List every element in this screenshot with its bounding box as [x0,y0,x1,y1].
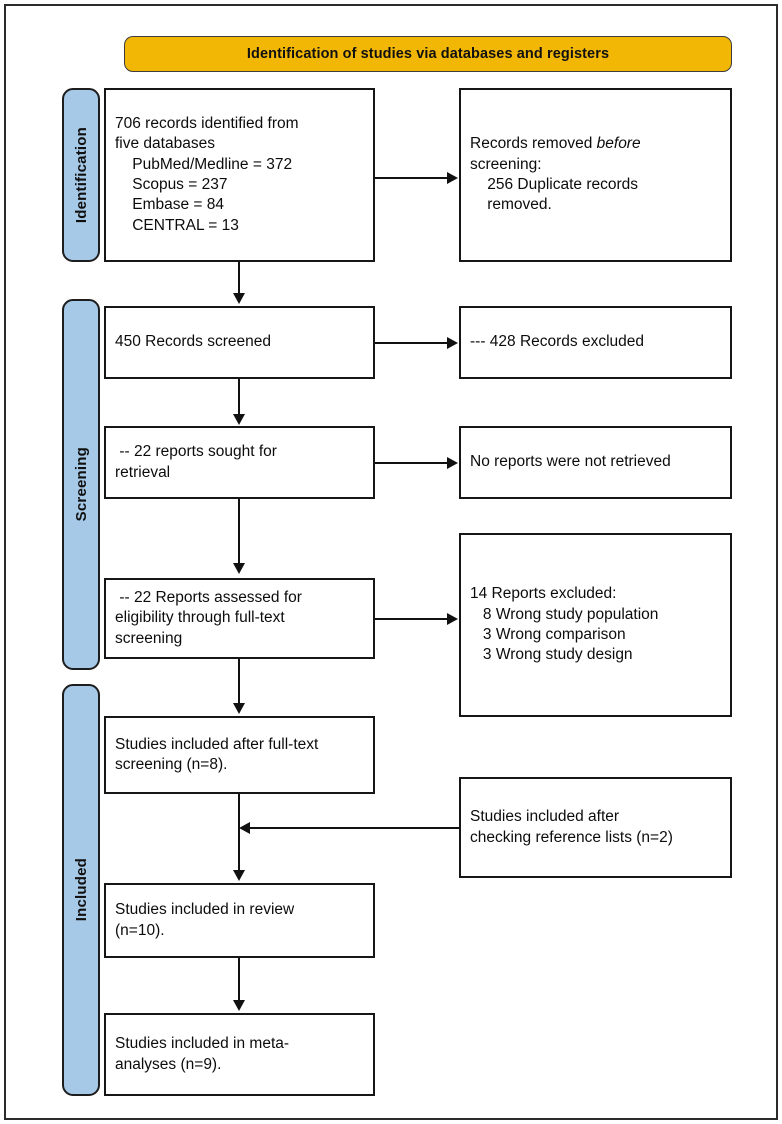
arrow-down-to-reports-sought [233,414,245,425]
connector-identified-to-removed [375,177,447,179]
arrow-right-to-reports-not-retrieved [447,457,458,469]
connector-screened-to-excluded [375,342,447,344]
box-reports-sought-text: -- 22 reports sought for retrieval [115,443,277,481]
emphasis-before: before [596,135,641,153]
box-reports-not-retrieved-text: No reports were not retrieved [470,453,671,471]
stage-label-screening-text: Screening [72,447,90,522]
connector-screened-down [238,379,240,420]
box-records-identified: 706 records identified from five databas… [104,88,375,262]
connector-assessed-down [238,659,240,709]
phase-banner-title: Identification of studies via databases … [246,46,610,62]
box-reports-assessed-text: -- 22 Reports assessed for eligibility t… [115,588,302,647]
arrow-left-into-review-column [239,822,250,834]
arrow-right-to-reports-excluded [447,613,458,625]
box-included-refcheck-text: Studies included after checking referenc… [470,808,673,846]
stage-label-included-text: Included [72,858,90,922]
box-included-meta: Studies included in meta- analyses (n=9)… [104,1013,375,1096]
box-records-excluded-text: --- 428 Records excluded [470,333,645,351]
arrow-down-to-included-review [233,870,245,881]
box-included-fulltext-text: Studies included after full-text screeni… [115,735,319,773]
connector-sought-to-not-retrieved [375,462,447,464]
box-included-fulltext: Studies included after full-text screeni… [104,716,375,794]
connector-fulltext-down [238,794,240,876]
box-records-screened: 450 Records screened [104,306,375,379]
phase-banner-identification: Identification of studies via databases … [124,36,732,72]
box-records-screened-text: 450 Records screened [115,333,271,351]
connector-refcheck-to-main [250,827,459,829]
arrow-right-to-records-excluded [447,337,458,349]
box-included-review: Studies included in review (n=10). [104,883,375,958]
box-reports-not-retrieved: No reports were not retrieved [459,426,732,499]
box-included-refcheck: Studies included after checking referenc… [459,777,732,878]
connector-assessed-to-excluded [375,618,447,620]
arrow-down-to-records-screened [233,293,245,304]
stage-label-screening: Screening [62,299,100,670]
stage-label-identification-text: Identification [72,126,90,224]
arrow-right-to-records-removed [447,172,458,184]
box-reports-assessed: -- 22 Reports assessed for eligibility t… [104,578,375,659]
connector-sought-down [238,499,240,569]
stage-label-included: Included [62,684,100,1096]
arrow-down-to-reports-assessed [233,563,245,574]
box-included-review-text: Studies included in review (n=10). [115,901,295,939]
connector-review-down [238,958,240,1006]
stage-label-identification: Identification [62,88,100,262]
box-reports-sought: -- 22 reports sought for retrieval [104,426,375,499]
box-reports-excluded-text: 14 Reports excluded: 8 Wrong study popul… [470,585,659,664]
box-reports-excluded: 14 Reports excluded: 8 Wrong study popul… [459,533,732,717]
arrow-down-to-included-fulltext [233,703,245,714]
box-records-excluded: --- 428 Records excluded [459,306,732,379]
box-records-removed: Records removed before screening:screeni… [459,88,732,262]
box-records-removed-text: Records removed before screening:screeni… [470,135,641,214]
connector-identified-down [238,262,240,298]
box-included-meta-text: Studies included in meta- analyses (n=9)… [115,1035,290,1073]
figure-border [4,4,778,1120]
box-records-identified-text: 706 records identified from five databas… [115,114,299,234]
arrow-down-to-included-meta [233,1000,245,1011]
